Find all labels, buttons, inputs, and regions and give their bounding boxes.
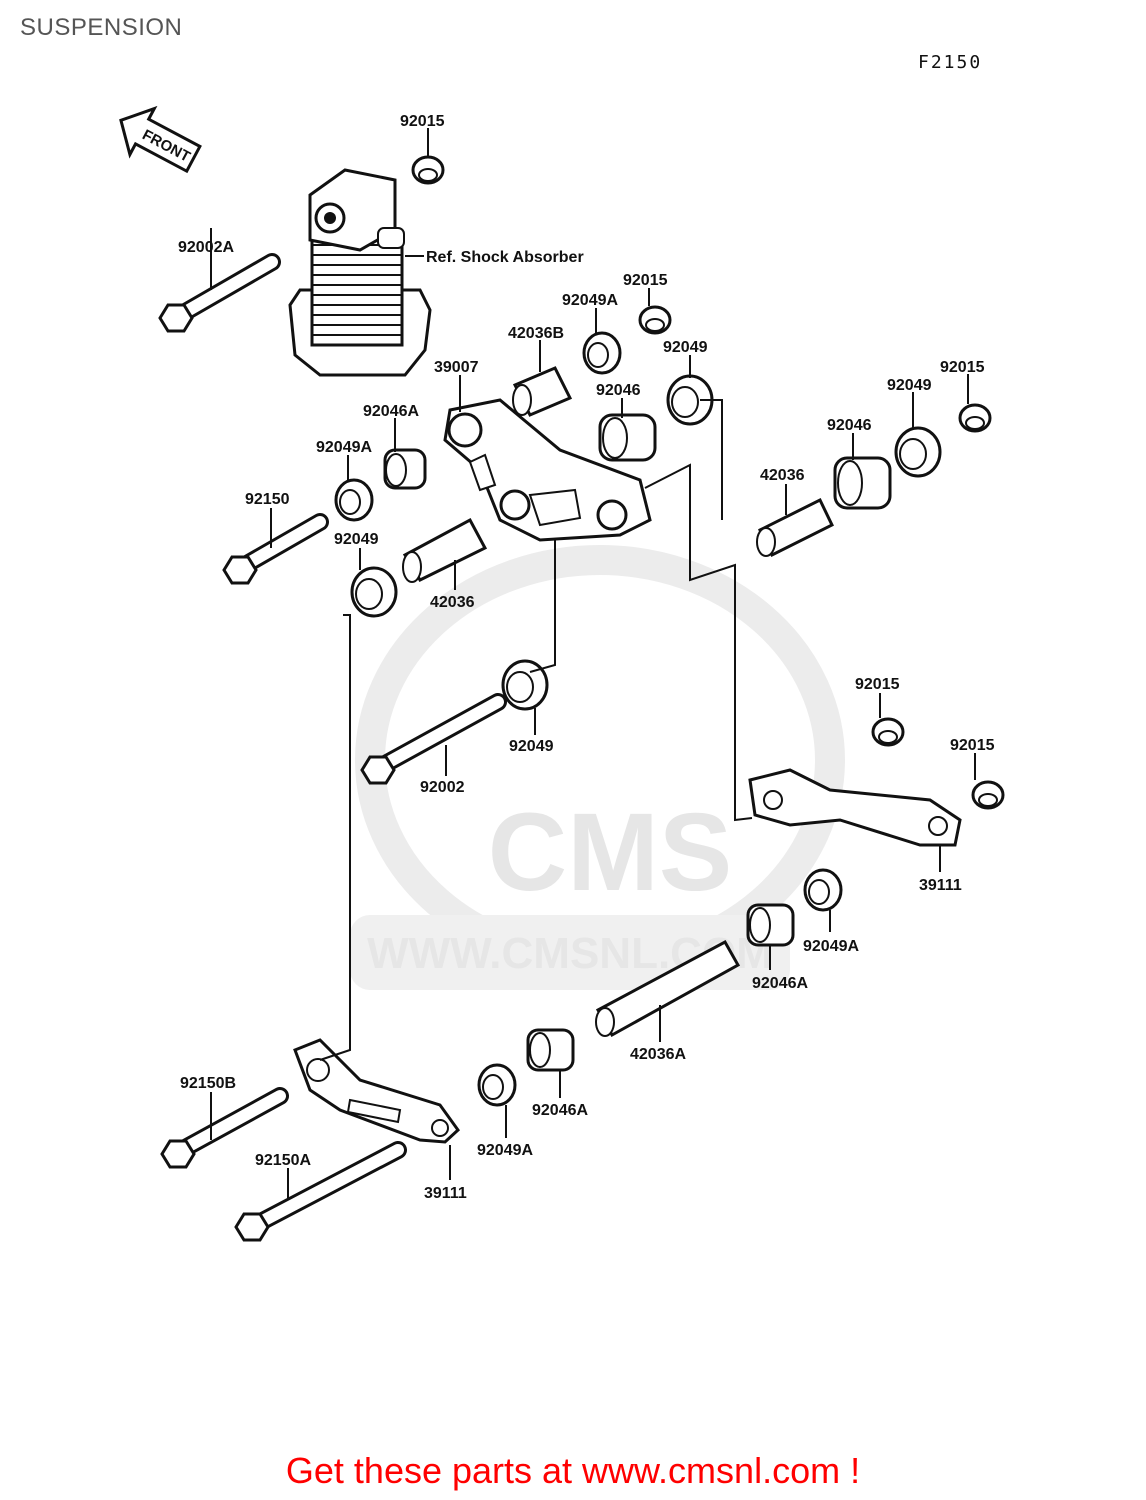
shock-absorber [288, 168, 432, 377]
callout-label: 92049 [887, 377, 932, 394]
small-parts [334, 155, 1005, 1107]
callout-label: 92046A [752, 975, 808, 992]
callout-label: 39007 [434, 359, 479, 376]
page-title: SUSPENSION [20, 14, 183, 41]
callout-label: 92049 [334, 531, 379, 548]
callout-label: 92150 [245, 491, 290, 508]
callout-label: 92150A [255, 1152, 311, 1169]
figure-code: F2150 [918, 52, 983, 73]
callout-label: 42036 [430, 594, 475, 611]
callout-label: 42036B [508, 325, 564, 342]
callout-label: 92046 [827, 417, 872, 434]
callout-label: 42036A [630, 1046, 686, 1063]
callout-label: 92049A [562, 292, 618, 309]
bolt-92002A [158, 253, 281, 333]
watermark-brand: CMS [488, 791, 732, 914]
callout-label: 92046A [532, 1102, 588, 1119]
callout-label: 39111 [424, 1185, 467, 1202]
rocker-arm-39007 [443, 398, 652, 542]
callout-labels: 92015 92002A 92015 92049A 42036B 39007 9… [178, 113, 995, 1202]
ref-shock-absorber-label: Ref. Shock Absorber [426, 249, 584, 266]
callout-label: 92046 [596, 382, 641, 399]
footer-cta-link[interactable]: Get these parts at www.cmsnl.com ! [285, 1450, 861, 1491]
bolt-92150B [160, 1087, 289, 1169]
tie-rod-39111-lower [293, 1038, 460, 1144]
callout-label: 92150B [180, 1075, 236, 1092]
callout-label: 92049A [316, 439, 372, 456]
callout-label: 92049 [509, 738, 554, 755]
bolt-92150 [222, 513, 329, 585]
bolt-92002 [360, 693, 507, 785]
callout-label: 92015 [855, 676, 900, 693]
callout-label: 92049A [477, 1142, 533, 1159]
callout-label: 92046A [363, 403, 419, 420]
callout-label: 92015 [400, 113, 445, 130]
callout-label: 92015 [940, 359, 985, 376]
callout-label: 92049 [663, 339, 708, 356]
tie-rod-39111-upper [748, 768, 962, 847]
front-arrow-icon: FRONT [119, 105, 202, 174]
callout-label: 92049A [803, 938, 859, 955]
callout-label: 92002 [420, 779, 465, 796]
callout-label: 92015 [623, 272, 668, 289]
bolt-92150A [234, 1141, 407, 1242]
callout-label: 42036 [760, 467, 805, 484]
callout-label: 39111 [919, 877, 962, 894]
leader-lines [210, 128, 976, 1200]
callout-label: 92015 [950, 737, 995, 754]
callout-label: 92002A [178, 239, 234, 256]
